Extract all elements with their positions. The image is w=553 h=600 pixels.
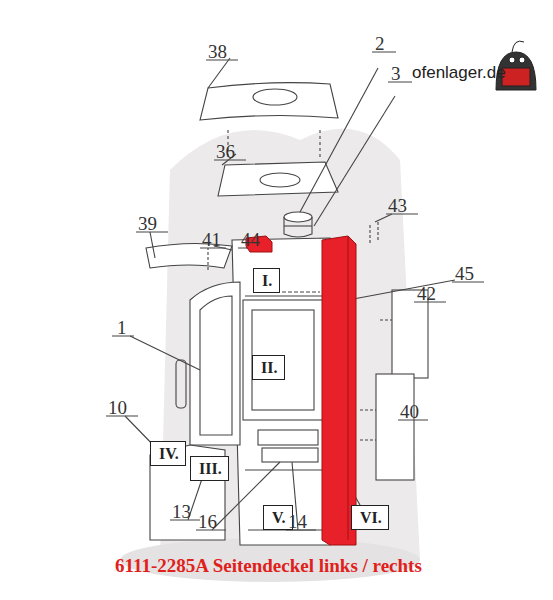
callout-number: 1 — [117, 318, 127, 337]
callout-number: 40 — [400, 402, 419, 421]
part-group-box: IV. — [150, 441, 186, 466]
callout-number: 42 — [417, 284, 436, 303]
callout-number: 44 — [241, 230, 260, 249]
group-numeral: V. — [272, 510, 284, 526]
group-numeral: III. — [199, 461, 220, 477]
group-numeral: I. — [262, 273, 271, 289]
callout-number: 43 — [388, 196, 407, 215]
callout-number: 38 — [208, 42, 227, 61]
callout-number: 39 — [138, 214, 157, 233]
part-caption: 6111-2285A Seitendeckel links / rechts — [115, 556, 422, 575]
callout-number: 16 — [198, 512, 217, 531]
callout-number: 36 — [216, 142, 235, 161]
callout-number: 13 — [172, 502, 191, 521]
part-group-box: I. — [253, 268, 280, 293]
part-group-box: VI. — [351, 505, 389, 530]
callout-number: 2 — [375, 34, 385, 53]
callout-number: 10 — [108, 398, 127, 417]
part-group-box: III. — [190, 456, 229, 481]
group-numeral: II. — [261, 360, 276, 376]
callout-number: 41 — [202, 230, 221, 249]
group-numeral: VI. — [360, 510, 380, 526]
callout-number: 14 — [288, 512, 307, 531]
part-group-box: II. — [252, 355, 285, 380]
group-numeral: IV. — [159, 446, 177, 462]
callout-number: 3 — [391, 64, 401, 83]
callout-number: 45 — [455, 264, 474, 283]
site-watermark: ofenlager.de — [412, 64, 506, 81]
